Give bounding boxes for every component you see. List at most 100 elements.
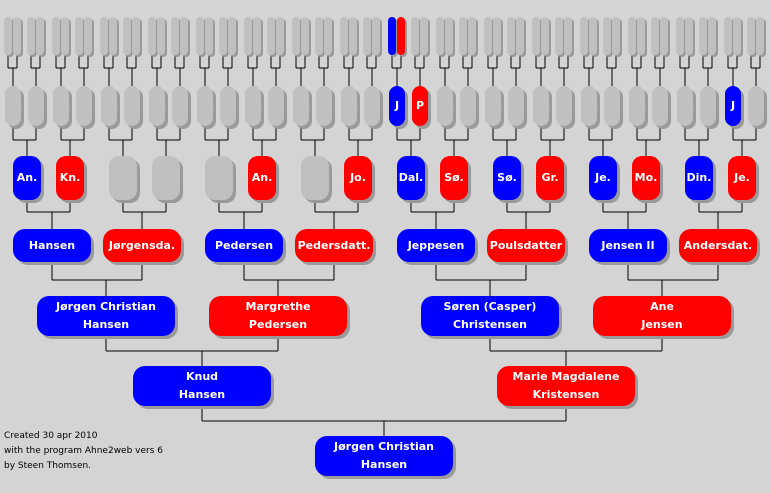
person-gen6-46-unknown[interactable] [541, 17, 549, 55]
person-gen4-10[interactable]: Sø. [440, 156, 468, 200]
person-gen6-51-unknown[interactable] [603, 17, 611, 55]
person-gen6-62-unknown[interactable] [733, 17, 741, 55]
person-gen3-1[interactable]: Hansen [13, 229, 91, 262]
person-gen6-33[interactable] [388, 17, 396, 55]
person-gen6-55-unknown[interactable] [651, 17, 659, 55]
person-gen5-8-unknown[interactable] [172, 86, 188, 126]
person-gen6-50-unknown[interactable] [589, 17, 597, 55]
person-gen6-63-unknown[interactable] [747, 17, 755, 55]
person-gen5-16-unknown[interactable] [364, 86, 380, 126]
person-gen6-4-unknown[interactable] [36, 17, 44, 55]
person-gen5-31-unknown[interactable] [700, 86, 716, 126]
person-gen6-40-unknown[interactable] [468, 17, 476, 55]
person-gen6-18-unknown[interactable] [205, 17, 213, 55]
person-gen6-56-unknown[interactable] [660, 17, 668, 55]
person-gen4-16[interactable]: Je. [728, 156, 756, 200]
person-gen5-9-unknown[interactable] [197, 86, 213, 126]
person-gen4-14[interactable]: Mo. [632, 156, 660, 200]
person-gen5-27-unknown[interactable] [629, 86, 645, 126]
person-gen3-2[interactable]: Jørgensda. [103, 229, 181, 262]
person-gen6-25-unknown[interactable] [292, 17, 300, 55]
person-gen6-9-unknown[interactable] [100, 17, 108, 55]
person-gen5-28-unknown[interactable] [652, 86, 668, 126]
person-gen6-11-unknown[interactable] [123, 17, 131, 55]
person-gen6-14-unknown[interactable] [157, 17, 165, 55]
person-maternal-grandmother[interactable]: Ane Jensen [593, 296, 731, 336]
person-gen5-6-unknown[interactable] [124, 86, 140, 126]
person-gen5-19-unknown[interactable] [437, 86, 453, 126]
person-gen5-22-unknown[interactable] [508, 86, 524, 126]
person-gen6-43-unknown[interactable] [507, 17, 515, 55]
person-mother[interactable]: Marie Magdalene Kristensen [497, 366, 635, 406]
person-gen6-26-unknown[interactable] [301, 17, 309, 55]
person-gen5-23-unknown[interactable] [533, 86, 549, 126]
person-gen5-13-unknown[interactable] [293, 86, 309, 126]
person-gen4-12[interactable]: Gr. [536, 156, 564, 200]
person-gen4-2[interactable]: Kn. [56, 156, 84, 200]
person-gen6-24-unknown[interactable] [276, 17, 284, 55]
person-gen6-31-unknown[interactable] [363, 17, 371, 55]
person-root[interactable]: Jørgen Christian Hansen [315, 436, 453, 476]
person-gen6-45-unknown[interactable] [532, 17, 540, 55]
person-gen6-13-unknown[interactable] [148, 17, 156, 55]
person-gen5-4-unknown[interactable] [76, 86, 92, 126]
person-gen4-15[interactable]: Din. [685, 156, 713, 200]
person-gen6-36-unknown[interactable] [420, 17, 428, 55]
person-gen3-4[interactable]: Pedersdatt. [295, 229, 373, 262]
person-gen4-11[interactable]: Sø. [493, 156, 521, 200]
person-gen4-13[interactable]: Je. [589, 156, 617, 200]
person-gen6-59-unknown[interactable] [699, 17, 707, 55]
person-gen6-37-unknown[interactable] [436, 17, 444, 55]
person-gen6-8-unknown[interactable] [84, 17, 92, 55]
person-gen6-5-unknown[interactable] [52, 17, 60, 55]
person-gen5-10-unknown[interactable] [220, 86, 236, 126]
person-gen5-17[interactable]: J [389, 86, 405, 126]
person-gen6-6-unknown[interactable] [61, 17, 69, 55]
person-gen6-29-unknown[interactable] [340, 17, 348, 55]
person-gen5-14-unknown[interactable] [316, 86, 332, 126]
person-gen5-3-unknown[interactable] [53, 86, 69, 126]
person-gen6-21-unknown[interactable] [244, 17, 252, 55]
person-gen5-21-unknown[interactable] [485, 86, 501, 126]
person-gen5-18[interactable]: P [412, 86, 428, 126]
person-gen6-47-unknown[interactable] [555, 17, 563, 55]
person-gen3-3[interactable]: Pedersen [205, 229, 283, 262]
person-gen6-57-unknown[interactable] [676, 17, 684, 55]
person-gen5-11-unknown[interactable] [245, 86, 261, 126]
person-gen5-29-unknown[interactable] [677, 86, 693, 126]
person-gen5-12-unknown[interactable] [268, 86, 284, 126]
person-gen6-60-unknown[interactable] [708, 17, 716, 55]
person-gen4-7-unknown[interactable] [301, 156, 329, 200]
person-gen6-7-unknown[interactable] [75, 17, 83, 55]
person-gen6-52-unknown[interactable] [612, 17, 620, 55]
person-gen5-30[interactable]: J [725, 86, 741, 126]
person-gen6-1-unknown[interactable] [4, 17, 12, 55]
person-gen6-38-unknown[interactable] [445, 17, 453, 55]
person-gen6-19-unknown[interactable] [219, 17, 227, 55]
person-gen6-54-unknown[interactable] [637, 17, 645, 55]
person-gen6-17-unknown[interactable] [196, 17, 204, 55]
person-gen6-49-unknown[interactable] [580, 17, 588, 55]
person-gen6-42-unknown[interactable] [493, 17, 501, 55]
person-gen6-2-unknown[interactable] [13, 17, 21, 55]
person-gen4-8[interactable]: Jo. [344, 156, 372, 200]
person-gen5-25-unknown[interactable] [581, 86, 597, 126]
person-gen3-6[interactable]: Poulsdatter [487, 229, 565, 262]
person-gen6-35-unknown[interactable] [411, 17, 419, 55]
person-gen6-44-unknown[interactable] [516, 17, 524, 55]
person-gen6-61-unknown[interactable] [724, 17, 732, 55]
person-gen5-24-unknown[interactable] [556, 86, 572, 126]
person-gen6-20-unknown[interactable] [228, 17, 236, 55]
person-gen6-27-unknown[interactable] [315, 17, 323, 55]
person-maternal-grandfather[interactable]: Søren (Casper) Christensen [421, 296, 559, 336]
person-gen6-22-unknown[interactable] [253, 17, 261, 55]
person-gen5-20-unknown[interactable] [460, 86, 476, 126]
person-gen5-15-unknown[interactable] [341, 86, 357, 126]
person-gen6-39-unknown[interactable] [459, 17, 467, 55]
person-gen5-32-unknown[interactable] [748, 86, 764, 126]
person-gen6-12-unknown[interactable] [132, 17, 140, 55]
person-gen5-1-unknown[interactable] [5, 86, 21, 126]
person-gen6-16-unknown[interactable] [180, 17, 188, 55]
person-gen4-3-unknown[interactable] [109, 156, 137, 200]
person-gen6-53-unknown[interactable] [628, 17, 636, 55]
